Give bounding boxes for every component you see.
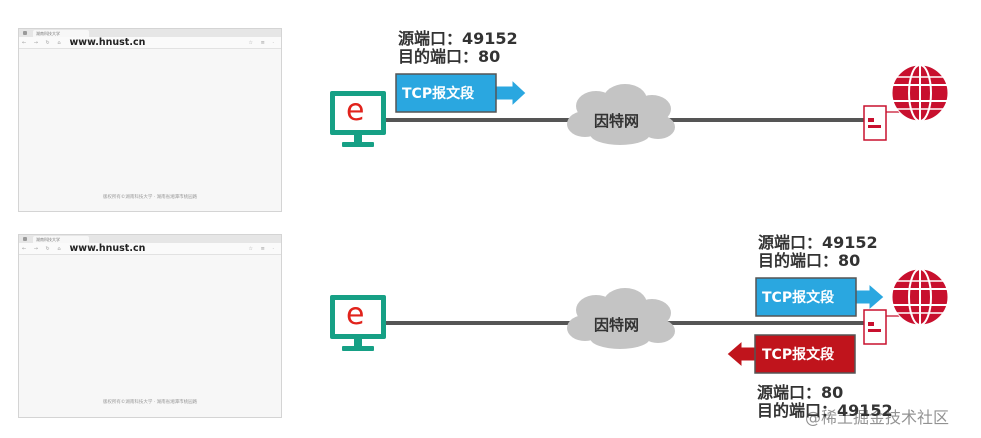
tcp-segment-label: TCP报文段: [402, 86, 475, 102]
reply-source-port-label: 源端口：80: [757, 383, 844, 402]
window-menu-icon[interactable]: [23, 31, 27, 35]
browser-window: 湖南科技大学 ← → ↻ ⌂ www.hnust.cn ☆ ≡ · 版权所有©湖…: [18, 28, 282, 212]
tcp-reply-segment-label: TCP报文段: [762, 347, 835, 363]
server-icon: [863, 104, 907, 141]
page-footer-text: 版权所有©湖南科技大学 · 湖南省湘潭市桃园路: [102, 195, 198, 200]
source-port-label: 源端口：49152: [398, 29, 518, 48]
internet-label: 因特网: [594, 316, 640, 334]
browser-e-icon: e: [346, 297, 365, 332]
tcp-reply-segment-arrow: [726, 334, 856, 374]
source-port-label: 源端口：49152: [758, 233, 878, 252]
address-bar[interactable]: www.hnust.cn: [69, 37, 146, 48]
browser-titlebar: 湖南科技大学: [19, 235, 281, 243]
destination-port-label: 目的端口：80: [398, 47, 501, 66]
client-computer-icon: [330, 295, 386, 351]
toolbar-icons[interactable]: ☆ ≡ ·: [248, 39, 277, 46]
reply-destination-port-label: 目的端口：49152: [757, 401, 893, 420]
address-bar[interactable]: www.hnust.cn: [69, 243, 146, 254]
page-footer-text: 版权所有©湖南科技大学 · 湖南省湘潭市桃园路: [102, 400, 198, 405]
page-content: 版权所有©湖南科技大学 · 湖南省湘潭市桃园路: [19, 255, 281, 418]
tcp-segment-arrow: [395, 73, 527, 113]
internet-label: 因特网: [594, 112, 640, 130]
browser-toolbar: ← → ↻ ⌂ www.hnust.cn ☆ ≡ ·: [19, 243, 281, 255]
destination-port-label: 目的端口：80: [758, 251, 861, 270]
globe-icon: [891, 64, 949, 122]
globe-icon: [891, 268, 949, 326]
nav-buttons-icon[interactable]: ← → ↻ ⌂: [22, 39, 64, 46]
browser-toolbar: ← → ↻ ⌂ www.hnust.cn ☆ ≡ ·: [19, 37, 281, 49]
window-menu-icon[interactable]: [23, 237, 27, 241]
watermark: @稀土掘金技术社区: [805, 408, 950, 427]
browser-tab[interactable]: 湖南科技大学: [33, 235, 89, 243]
browser-window: 湖南科技大学 ← → ↻ ⌂ www.hnust.cn ☆ ≡ · 版权所有©湖…: [18, 234, 282, 418]
internet-cloud-icon: [567, 84, 675, 145]
browser-e-icon: e: [346, 93, 365, 128]
toolbar-icons[interactable]: ☆ ≡ ·: [248, 245, 277, 252]
client-computer-icon: [330, 91, 386, 147]
nav-buttons-icon[interactable]: ← → ↻ ⌂: [22, 245, 64, 252]
tcp-segment-arrow: [755, 277, 885, 317]
browser-tab[interactable]: 湖南科技大学: [33, 29, 89, 37]
page-content: 版权所有©湖南科技大学 · 湖南省湘潭市桃园路: [19, 49, 281, 212]
tcp-segment-label: TCP报文段: [762, 290, 835, 306]
internet-cloud-icon: [567, 288, 675, 349]
browser-titlebar: 湖南科技大学: [19, 29, 281, 37]
